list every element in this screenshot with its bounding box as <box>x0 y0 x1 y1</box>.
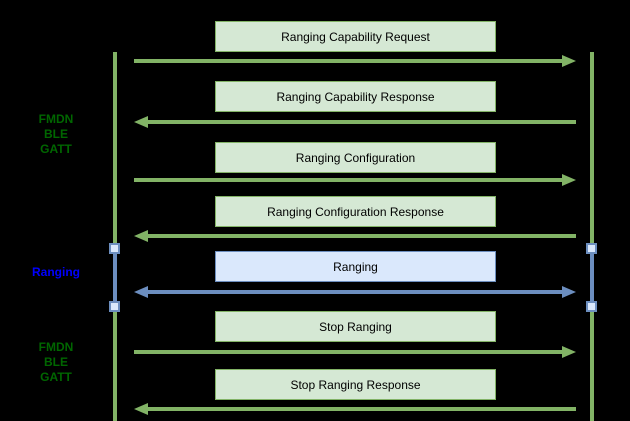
arrow-ranging-configuration-icon <box>134 174 576 186</box>
arrowhead-right-icon <box>562 346 576 358</box>
arrowhead-right-icon <box>562 55 576 67</box>
message-box-ranging: Ranging <box>215 251 496 282</box>
message-box-stop-ranging: Stop Ranging <box>215 311 496 342</box>
phase-label-line: FMDN <box>38 340 74 354</box>
arrowhead-left-icon <box>134 403 148 415</box>
message-box-ranging-configuration: Ranging Configuration <box>215 142 496 173</box>
arrow-ranging-bidirectional-icon <box>134 286 576 298</box>
phase-label-line: GATT <box>40 370 72 384</box>
message-box-ranging-configuration-response: Ranging Configuration Response <box>215 196 496 227</box>
phase-label-fmdn-ble-gatt-bottom: FMDN BLE GATT <box>9 340 103 385</box>
lifeline-right-ranging-segment <box>590 248 594 307</box>
message-box-stop-ranging-response: Stop Ranging Response <box>215 369 496 400</box>
arrowhead-left-icon <box>134 116 148 128</box>
ranging-endpoint-square-icon <box>586 301 597 312</box>
ranging-endpoint-square-icon <box>586 243 597 254</box>
arrowhead-right-icon <box>562 174 576 186</box>
ranging-endpoint-square-icon <box>109 301 120 312</box>
arrow-ranging-capability-response-icon <box>134 116 576 128</box>
arrow-stop-ranging-response-icon <box>134 403 576 415</box>
arrow-ranging-configuration-response-icon <box>134 230 576 242</box>
phase-label-fmdn-ble-gatt-top: FMDN BLE GATT <box>9 112 103 157</box>
ranging-endpoint-square-icon <box>109 243 120 254</box>
phase-label-ranging: Ranging <box>9 265 103 280</box>
phase-label-line: BLE <box>44 355 68 369</box>
phase-label-line: GATT <box>40 142 72 156</box>
message-box-ranging-capability-request: Ranging Capability Request <box>215 21 496 52</box>
phase-label-line: BLE <box>44 127 68 141</box>
lifeline-left <box>113 52 117 421</box>
phase-label-line: FMDN <box>38 112 74 126</box>
message-box-ranging-capability-response: Ranging Capability Response <box>215 81 496 112</box>
arrowhead-left-icon <box>134 286 148 298</box>
arrowhead-left-icon <box>134 230 148 242</box>
phase-label-line: Ranging <box>32 265 80 279</box>
arrow-ranging-capability-request-icon <box>134 55 576 67</box>
arrow-stop-ranging-icon <box>134 346 576 358</box>
arrowhead-right-icon <box>562 286 576 298</box>
lifeline-left-ranging-segment <box>113 248 117 307</box>
lifeline-right <box>590 52 594 421</box>
